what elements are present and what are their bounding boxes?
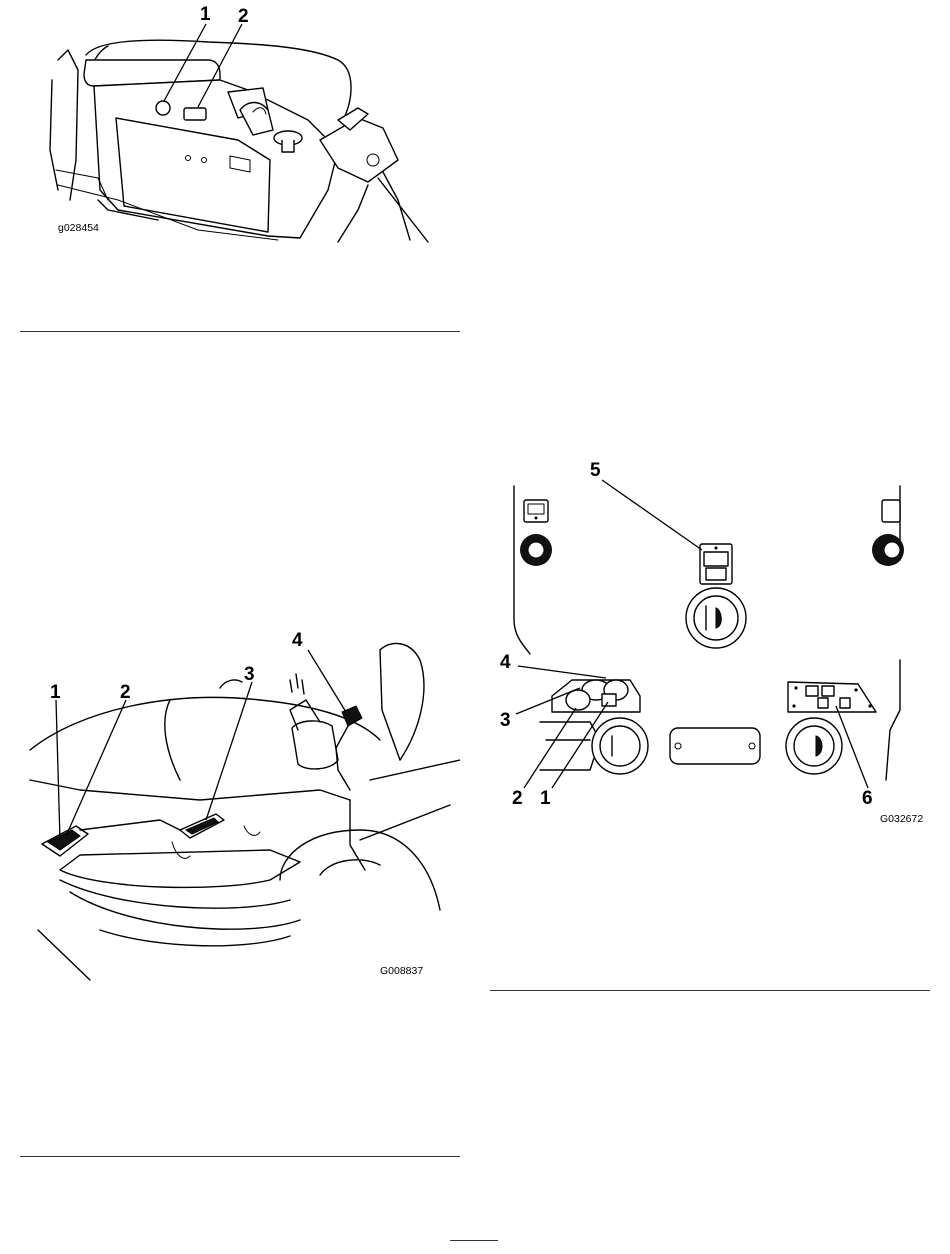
callout-3: 3: [244, 664, 255, 685]
callout-1: 1: [540, 788, 551, 809]
callout-4: 4: [292, 630, 303, 651]
divider-left-2: [20, 1156, 460, 1157]
divider-right: [490, 990, 930, 991]
callout-1: 1: [200, 4, 211, 25]
figure-seat: 1 2 3 4 G008837: [20, 630, 460, 990]
figure-control-panel: 5 4 3 2 1 6 G032672: [490, 450, 930, 830]
callout-6: 6: [862, 788, 873, 809]
figure-id: G008837: [380, 965, 423, 977]
callout-5: 5: [590, 460, 601, 481]
seat-illustration: 1 2 3 4 G008837: [20, 630, 460, 990]
callout-2: 2: [238, 6, 249, 27]
callout-2: 2: [512, 788, 523, 809]
control-panel-illustration: 5 4 3 2 1 6 G032672: [490, 450, 930, 830]
figure-id: G032672: [880, 813, 923, 825]
callout-1: 1: [50, 682, 61, 703]
figure-console: 1 2 g028454: [38, 0, 458, 250]
divider-left-1: [20, 331, 460, 332]
figure-id: g028454: [58, 222, 99, 234]
page-footer-rule: [450, 1240, 498, 1241]
callout-2: 2: [120, 682, 131, 703]
callout-4: 4: [500, 652, 511, 673]
console-illustration: 1 2 g028454: [38, 0, 458, 250]
callout-3: 3: [500, 710, 511, 731]
